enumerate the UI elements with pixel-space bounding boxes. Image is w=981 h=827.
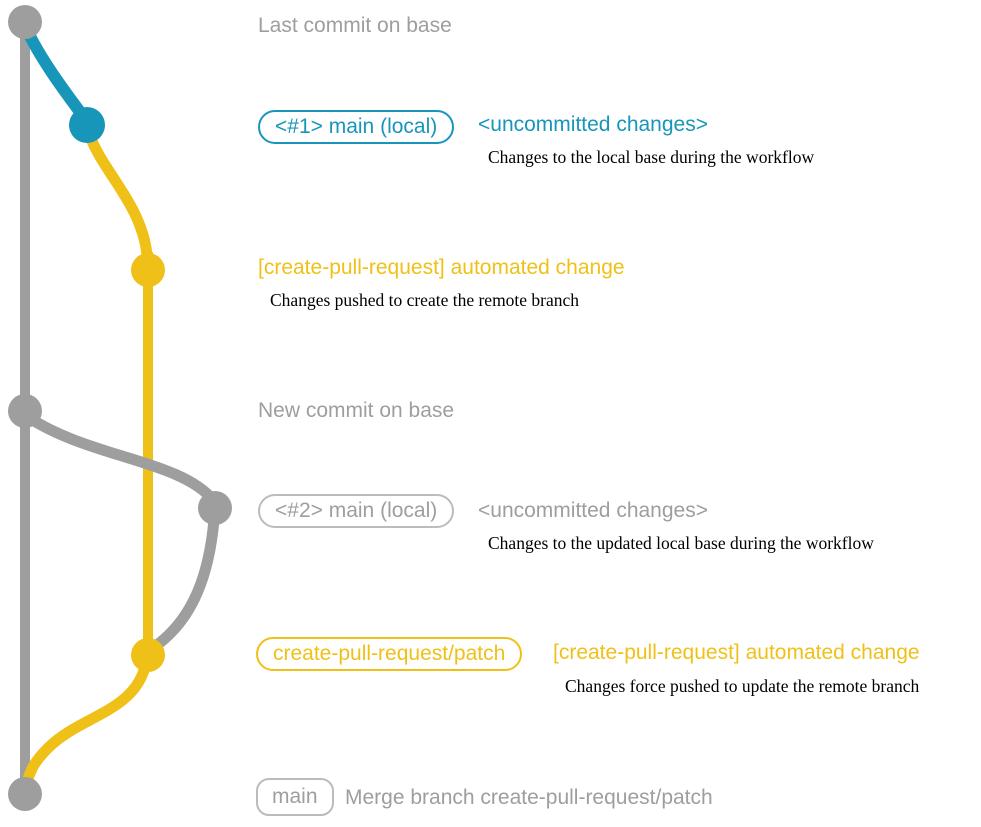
commit-node-local-main-1 bbox=[69, 107, 105, 143]
commit-title-uncommitted-1: <uncommitted changes> bbox=[478, 113, 708, 136]
base-to-local-main-2-path bbox=[22, 411, 219, 506]
commit-description-automated-1: Changes pushed to create the remote bran… bbox=[270, 290, 580, 310]
commit-node-patch-2 bbox=[131, 638, 165, 672]
commit-node-merge bbox=[8, 777, 42, 811]
local-main-2-rebase-path bbox=[151, 514, 220, 651]
commit-node-last-base bbox=[8, 5, 42, 39]
commit-title-uncommitted-2: <uncommitted changes> bbox=[478, 499, 708, 522]
commit-title-automated-1: [create-pull-request] automated change bbox=[258, 256, 625, 279]
commit-node-new-base bbox=[8, 394, 42, 428]
commit-description-automated-2: Changes force pushed to update the remot… bbox=[565, 676, 920, 696]
local-main-1-branch-path bbox=[20, 22, 92, 126]
patch-merge-path bbox=[20, 661, 151, 794]
branch-tag-main-local-2: <#2> main (local) bbox=[258, 494, 455, 528]
commit-node-local-main-2 bbox=[198, 491, 232, 525]
note-last-commit-on-base: Last commit on base bbox=[258, 14, 452, 37]
commit-node-patch-1 bbox=[131, 253, 165, 287]
branch-tag-main-local-1: <#1> main (local) bbox=[258, 110, 455, 144]
note-merge-commit-message: Merge branch create-pull-request/patch bbox=[345, 786, 713, 809]
branch-tag-main: main bbox=[256, 778, 334, 816]
commit-title-automated-2: [create-pull-request] automated change bbox=[553, 641, 920, 664]
patch-branch-path-upper bbox=[84, 130, 153, 261]
branch-tag-create-pull-request-patch: create-pull-request/patch bbox=[256, 637, 523, 671]
commit-description-uncommitted-2: Changes to the updated local base during… bbox=[488, 533, 874, 553]
commit-graph bbox=[8, 5, 232, 811]
note-new-commit-on-base: New commit on base bbox=[258, 399, 455, 422]
commit-description-uncommitted-1: Changes to the local base during the wor… bbox=[488, 147, 815, 167]
